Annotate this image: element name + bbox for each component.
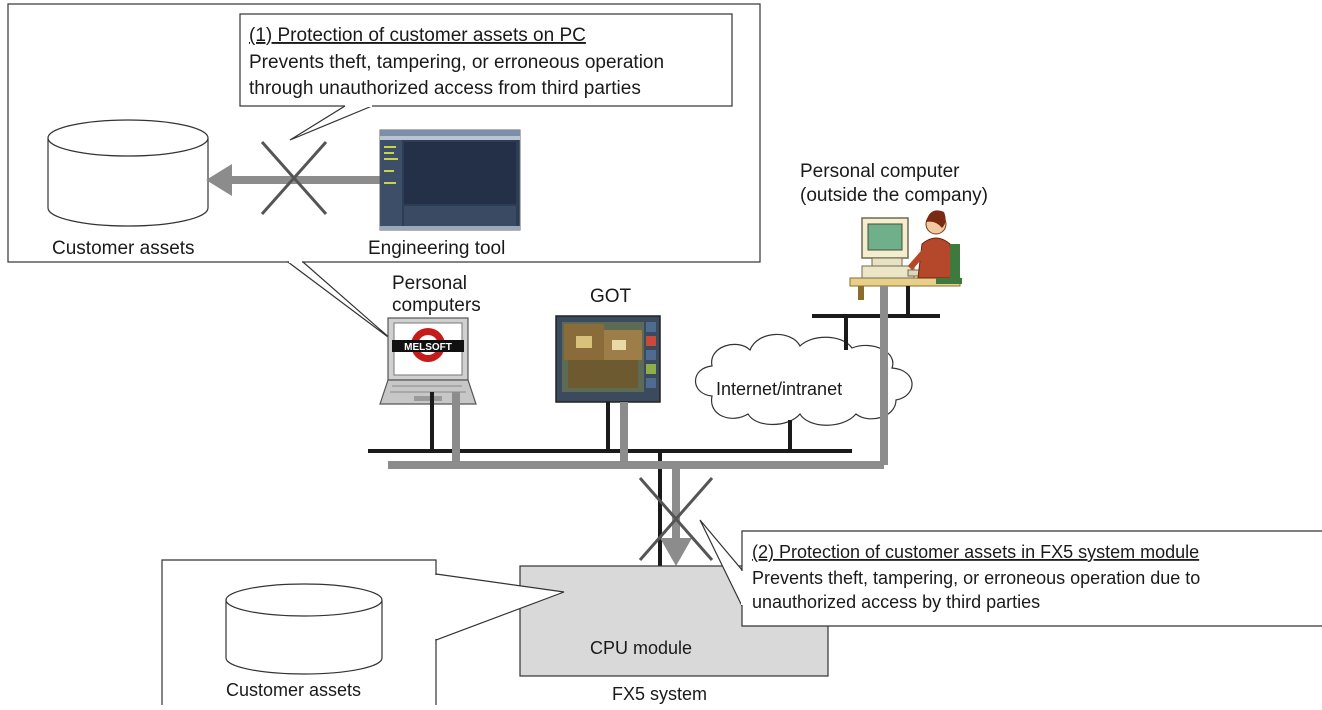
cloud-icon xyxy=(695,333,913,426)
database-icon-fx5 xyxy=(225,583,383,675)
got-label: GOT xyxy=(590,286,632,307)
callout-pc-box xyxy=(239,13,733,107)
pc-frame-pointer xyxy=(286,261,393,341)
fx5-system-label: FX5 system xyxy=(612,684,707,704)
fx5-assets-label: Customer assets xyxy=(226,680,361,700)
block-x-icon-fx5 xyxy=(638,477,714,561)
got-panel-icon xyxy=(555,315,661,403)
block-x-icon-pc xyxy=(260,141,328,215)
laptop-label-1: Personal xyxy=(392,273,467,294)
network-gray-lines xyxy=(388,286,888,540)
engineering-tool-screenshot xyxy=(379,129,521,231)
person-at-computer-icon xyxy=(849,210,962,300)
access-arrow-pc xyxy=(206,164,380,196)
outside-pc-label-1: Personal computer xyxy=(800,161,960,182)
access-arrow-fx5-head xyxy=(660,538,692,566)
callout-fx5-title: (2) Protection of customer assets in FX5… xyxy=(752,542,1199,562)
callout-pc-line-1: Prevents theft, tampering, or erroneous … xyxy=(249,52,664,73)
outside-pc-label-2: (outside the company) xyxy=(800,185,988,206)
network-black-lines xyxy=(368,286,940,566)
pc-assets-label: Customer assets xyxy=(52,238,195,259)
callout-fx5-line-2: unauthorized access by third parties xyxy=(752,592,1040,612)
laptop-icon: MELSOFT xyxy=(379,317,477,405)
engineering-tool-label: Engineering tool xyxy=(368,238,505,259)
melsoft-logo-text: MELSOFT xyxy=(404,342,452,353)
cloud-label: Internet/intranet xyxy=(716,379,842,399)
callout-pc-line-2: through unauthorized access from third p… xyxy=(249,78,641,99)
cpu-module-label: CPU module xyxy=(590,638,692,658)
callout-pc-title: (1) Protection of customer assets on PC xyxy=(249,25,586,46)
callout-fx5-line-1: Prevents theft, tampering, or erroneous … xyxy=(752,568,1200,588)
laptop-label-2: computers xyxy=(392,295,481,316)
database-icon xyxy=(47,119,209,227)
